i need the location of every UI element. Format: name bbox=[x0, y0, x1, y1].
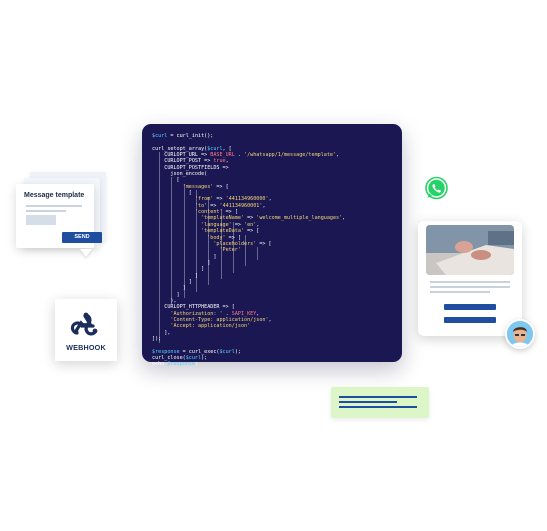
send-button[interactable]: SEND bbox=[62, 232, 102, 243]
template-card-tail bbox=[80, 249, 92, 257]
code-line: ), bbox=[152, 297, 177, 304]
code-line: 'templateName' => 'welcome_multiple_lang… bbox=[201, 215, 346, 222]
message-template-card: Message template SEND bbox=[16, 184, 102, 248]
code-line: ] bbox=[152, 272, 199, 279]
code-line: ] bbox=[152, 291, 180, 298]
code-line: 'language' => 'en', bbox=[201, 221, 260, 228]
message-action-button[interactable] bbox=[444, 304, 496, 310]
code-line: $response = curl_exec($curl); bbox=[152, 348, 241, 355]
code-line: 'from' => '441134960000', bbox=[194, 196, 272, 203]
code-line: ] bbox=[152, 266, 205, 273]
bubble-text-line bbox=[339, 396, 417, 398]
message-image bbox=[426, 225, 514, 275]
code-line: 'to' => '441134960001', bbox=[194, 202, 266, 209]
bubble-text-line bbox=[339, 401, 397, 403]
code-line: CURLOPT_URL => BASE_URL . '/whatsapp/1/m… bbox=[152, 152, 340, 159]
code-line: CURLOPT_POST => true, bbox=[152, 158, 229, 165]
code-line: 'templateData' => [ bbox=[201, 228, 260, 235]
whatsapp-icon bbox=[425, 176, 448, 200]
webhook-card: WEBHOOK bbox=[55, 299, 117, 361]
code-line: ] bbox=[152, 278, 192, 285]
code-line: 'Peter' bbox=[219, 247, 241, 254]
code-line: ] bbox=[152, 259, 211, 266]
message-text-line bbox=[430, 291, 490, 293]
message-text-line bbox=[430, 281, 510, 283]
code-editor-panel: $curl = curl_init(); curl_setopt_array($… bbox=[142, 124, 402, 367]
code-line: ] bbox=[152, 285, 186, 292]
template-text-line bbox=[26, 210, 66, 212]
code-line: 'Accept: application/json' bbox=[170, 323, 251, 330]
code-line: echo $response; bbox=[152, 361, 199, 368]
code-line: 'Content-Type: application/json', bbox=[170, 316, 272, 323]
webhook-label: WEBHOOK bbox=[66, 343, 106, 352]
code-line: curl_close($curl); bbox=[152, 355, 208, 362]
code-line: ]); bbox=[152, 336, 162, 342]
code-snippet: $curl = curl_init(); curl_setopt_array($… bbox=[152, 133, 345, 368]
code-line: 'messages' => [ bbox=[182, 183, 229, 190]
avatar bbox=[505, 319, 535, 349]
webhook-icon bbox=[70, 312, 98, 336]
code-line: json_encode( bbox=[152, 171, 208, 178]
message-action-button[interactable] bbox=[444, 317, 496, 323]
code-line: 'body' => [ bbox=[207, 234, 241, 241]
code-line: ], bbox=[152, 329, 171, 336]
message-text-line bbox=[430, 286, 510, 288]
code-line: [ bbox=[152, 190, 192, 197]
bubble-text-line bbox=[339, 406, 417, 408]
template-image-placeholder bbox=[26, 215, 56, 225]
code-line: CURLOPT_POSTFIELDS => bbox=[152, 164, 229, 171]
code-line: 'Authorization: ' . SAPI_KEY, bbox=[170, 310, 260, 317]
code-line: 'content' => [ bbox=[194, 209, 238, 216]
code-line: 'placeholders' => [ bbox=[213, 240, 272, 247]
template-text-line bbox=[26, 205, 82, 207]
code-line: $curl = curl_init(); bbox=[152, 133, 214, 139]
incoming-message-bubble bbox=[331, 387, 429, 418]
code-line: CURLOPT_HTTPHEADER => [ bbox=[152, 304, 235, 311]
code-line: ] bbox=[152, 253, 217, 260]
whatsapp-message-preview: 9:00 bbox=[418, 221, 522, 336]
template-card-title: Message template bbox=[24, 192, 85, 199]
code-line: [ bbox=[152, 177, 180, 184]
code-line: curl_setopt_array($curl, [ bbox=[152, 145, 232, 152]
